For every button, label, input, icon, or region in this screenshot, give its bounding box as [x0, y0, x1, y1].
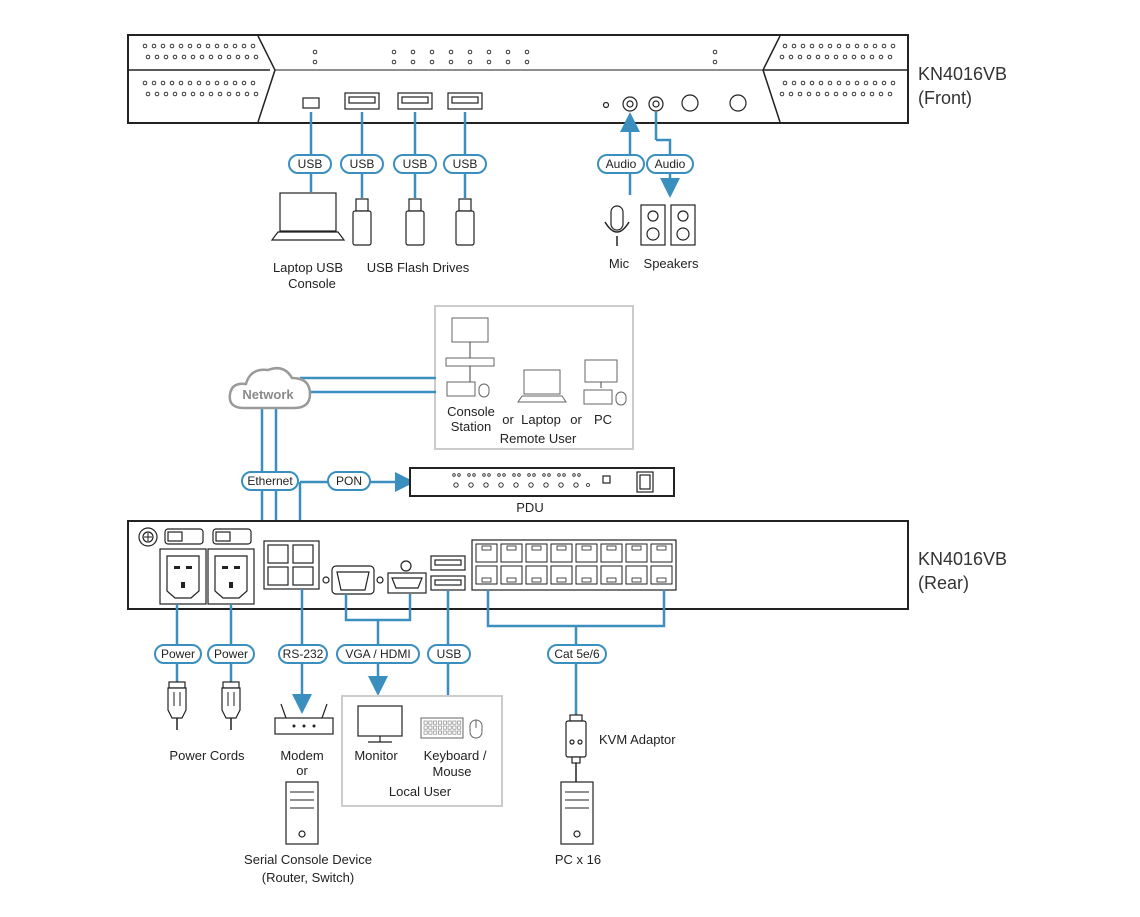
ground-screw-icon	[138, 527, 158, 547]
kvm-adaptor-label: KVM Adaptor	[599, 732, 676, 747]
kvm-port-array	[471, 539, 677, 591]
serial-console-tower-icon	[285, 781, 319, 845]
network-cloud-icon: Network	[228, 367, 312, 410]
microphone-icon	[604, 205, 630, 246]
front-model-label: KN4016VB	[918, 64, 1007, 84]
svg-text:VGA / HDMI: VGA / HDMI	[345, 647, 410, 661]
front-button-1	[681, 94, 699, 112]
svg-text:Power: Power	[214, 647, 248, 661]
svg-text:USB: USB	[453, 157, 478, 171]
svg-text:USB: USB	[403, 157, 428, 171]
monitor-icon	[357, 705, 403, 743]
rear-usb-ports	[430, 555, 466, 591]
or-label-2: or	[570, 412, 582, 427]
svg-text:PON: PON	[336, 474, 362, 488]
keyboard-mouse-icon	[420, 717, 483, 739]
console-label-1: Console	[447, 404, 495, 419]
pc-count-label: PC x 16	[555, 852, 601, 867]
svg-text:Audio: Audio	[606, 157, 637, 171]
svg-text:USB: USB	[298, 157, 323, 171]
svg-text:USB: USB	[350, 157, 375, 171]
pill-usb-flash-2: USB	[393, 154, 437, 174]
pill-rs232: RS-232	[278, 644, 328, 664]
serial-label-2: (Router, Switch)	[262, 870, 354, 885]
svg-text:Cat 5e/6: Cat 5e/6	[554, 647, 600, 661]
serial-label-1: Serial Console Device	[244, 852, 372, 867]
rear-panel	[127, 520, 909, 610]
flash-drives-label: USB Flash Drives	[367, 260, 470, 275]
usb-flash-drive-icon	[352, 198, 475, 246]
pill-power-1: Power	[154, 644, 202, 664]
lan-rs232-ports	[263, 540, 320, 590]
pill-ethernet: Ethernet	[241, 471, 299, 491]
remote-pc-icon	[583, 359, 627, 406]
front-side-label: (Front)	[918, 88, 972, 108]
hdmi-port	[387, 560, 427, 594]
remote-laptop-label: Laptop	[521, 412, 561, 427]
laptop-icon	[270, 192, 346, 241]
front-panel	[127, 34, 909, 124]
svg-text:RS-232: RS-232	[283, 647, 324, 661]
kvm-adaptor-icon	[565, 714, 587, 782]
power-socket-1	[159, 548, 207, 605]
rear-model-label: KN4016VB	[918, 549, 1007, 569]
svg-text:Audio: Audio	[655, 157, 686, 171]
remote-laptop-icon	[517, 369, 567, 403]
laptop-label-2: Console	[288, 276, 336, 291]
remote-pc-label: PC	[594, 412, 612, 427]
laptop-label-1: Laptop USB	[273, 260, 343, 275]
rear-side-label: (Rear)	[918, 573, 969, 593]
mic-label: Mic	[609, 256, 630, 271]
svg-text:Power: Power	[161, 647, 195, 661]
pill-power-2: Power	[207, 644, 255, 664]
keyboard-label-1: Keyboard /	[424, 748, 487, 763]
pc-tower-icon	[560, 781, 594, 845]
pill-usb-rear: USB	[427, 644, 471, 664]
svg-text:Network: Network	[242, 387, 294, 402]
power-cords-label: Power Cords	[169, 748, 245, 763]
console-label-2: Station	[451, 419, 491, 434]
pill-cat: Cat 5e/6	[547, 644, 607, 664]
modem-or-label: or	[296, 763, 308, 778]
mini-usb-port	[302, 97, 320, 109]
pill-usb-flash-1: USB	[340, 154, 384, 174]
front-vent-dots	[142, 43, 896, 97]
front-button-2	[729, 94, 747, 112]
svg-text:USB: USB	[437, 647, 462, 661]
pill-audio-mic: Audio	[597, 154, 645, 174]
power-socket-2	[207, 548, 255, 605]
power-cord-plug-icon	[167, 681, 241, 730]
pill-pon: PON	[327, 471, 371, 491]
pill-vga-hdmi: VGA / HDMI	[336, 644, 420, 664]
pill-audio-speakers: Audio	[646, 154, 694, 174]
vga-port	[331, 565, 375, 595]
monitor-label: Monitor	[354, 748, 398, 763]
console-station-monitor-icon	[445, 317, 495, 398]
svg-text:Ethernet: Ethernet	[247, 474, 293, 488]
pdu-label: PDU	[516, 500, 543, 515]
speakers-label: Speakers	[644, 256, 699, 271]
or-label-1: or	[502, 412, 514, 427]
keyboard-label-2: Mouse	[432, 764, 471, 779]
local-user-label: Local User	[389, 784, 452, 799]
modem-icon	[274, 703, 334, 735]
pill-usb-flash-3: USB	[443, 154, 487, 174]
pdu-device	[409, 467, 675, 497]
speakers-icon	[640, 204, 696, 246]
pill-usb-laptop: USB	[288, 154, 332, 174]
modem-label: Modem	[280, 748, 323, 763]
remote-user-label: Remote User	[500, 431, 577, 446]
